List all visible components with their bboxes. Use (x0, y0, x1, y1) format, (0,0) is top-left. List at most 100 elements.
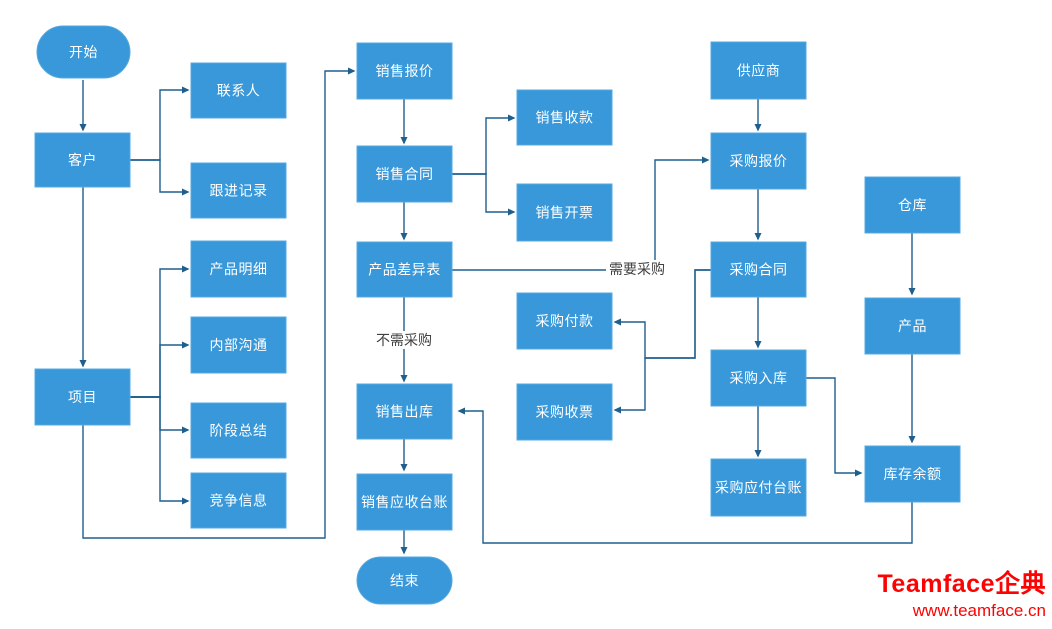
node-purchase-payment-label: 采购付款 (536, 313, 594, 329)
edge-project-to-stage-summary (130, 396, 190, 434)
node-sales-contract-label: 销售合同 (376, 166, 434, 182)
node-end: 结束 (356, 556, 453, 605)
node-followup: 跟进记录 (190, 162, 287, 219)
node-supplier-shape (710, 41, 807, 100)
node-project-label: 项目 (68, 389, 97, 405)
node-stage-summary: 阶段总结 (190, 402, 287, 459)
node-sales-receivable-shape (356, 473, 453, 531)
node-internal-comm-label: 内部沟通 (210, 337, 268, 353)
edge-project-to-competition-info (130, 396, 190, 505)
node-sales-receivable: 销售应收台账 (356, 473, 453, 531)
edge-label-no-need-purchase: 不需采购 (376, 332, 432, 348)
node-followup-label: 跟进记录 (210, 183, 268, 199)
node-end-shape (356, 556, 453, 605)
edge-purchase-contract-to-purchase-payment (613, 269, 711, 359)
node-purchase-quote: 采购报价 (710, 132, 807, 190)
node-product-diff-label: 产品差异表 (368, 262, 441, 278)
node-product-shape (864, 297, 961, 355)
node-customer-shape (34, 132, 131, 188)
node-start-shape (36, 25, 131, 79)
edge-purchase-inbound-to-inventory-balance (806, 377, 863, 477)
node-warehouse-shape (864, 176, 961, 234)
watermark: Teamface企典 www.teamface.cn (878, 570, 1047, 621)
node-purchase-receipt-shape (516, 383, 613, 441)
node-sales-contract: 销售合同 (356, 145, 453, 203)
node-purchase-receipt-label: 采购收票 (536, 404, 594, 420)
node-purchase-receipt: 采购收票 (516, 383, 613, 441)
node-purchase-quote-shape (710, 132, 807, 190)
node-purchase-contract: 采购合同 (710, 241, 807, 298)
node-product-detail-shape (190, 240, 287, 298)
node-stage-summary-label: 阶段总结 (210, 423, 268, 439)
node-purchase-payment: 采购付款 (516, 292, 613, 350)
node-purchase-payment-shape (516, 292, 613, 350)
node-purchase-contract-label: 采购合同 (730, 262, 788, 278)
node-start: 开始 (36, 25, 131, 79)
node-purchase-inbound: 采购入库 (710, 349, 807, 407)
node-purchase-inbound-label: 采购入库 (730, 370, 788, 386)
edge-product-diff-to-purchase-quote (452, 156, 710, 271)
edge-sales-contract-to-sales-collection (452, 114, 516, 175)
node-purchase-quote-label: 采购报价 (730, 153, 788, 169)
node-inventory-balance: 库存余额 (864, 445, 961, 503)
node-sales-quote: 销售报价 (356, 42, 453, 100)
node-sales-invoice-label: 销售开票 (536, 205, 594, 221)
node-internal-comm-shape (190, 316, 287, 374)
node-warehouse: 仓库 (864, 176, 961, 234)
node-sales-collection-label: 销售收款 (536, 110, 594, 126)
node-competition-info-shape (190, 472, 287, 529)
edge-label-need-purchase-bg (606, 260, 668, 278)
node-sales-outbound-shape (356, 383, 453, 440)
edge-sales-contract-to-sales-invoice (452, 173, 516, 216)
node-competition-info: 竞争信息 (190, 472, 287, 529)
node-sales-outbound-label: 销售出库 (376, 404, 434, 420)
edge-label-need-purchase: 需要采购 (609, 261, 665, 277)
node-product-label: 产品 (898, 318, 927, 334)
node-sales-contract-shape (356, 145, 453, 203)
node-purchase-payable-shape (710, 458, 807, 517)
edge-project-to-product-detail (130, 265, 190, 398)
node-end-label: 结束 (390, 573, 419, 589)
node-purchase-contract-shape (710, 241, 807, 298)
node-inventory-balance-label: 库存余额 (884, 466, 942, 482)
node-start-label: 开始 (69, 44, 98, 60)
edge-inventory-balance-to-sales-outbound (457, 407, 913, 544)
node-purchase-payable: 采购应付台账 (710, 458, 807, 517)
node-sales-invoice: 销售开票 (516, 183, 613, 242)
edge-purchase-contract-to-purchase-receipt (613, 269, 711, 414)
node-purchase-payable-label: 采购应付台账 (715, 480, 802, 496)
node-customer-label: 客户 (68, 152, 97, 168)
node-product-detail-label: 产品明细 (210, 261, 268, 277)
node-purchase-inbound-shape (710, 349, 807, 407)
node-contact-shape (190, 62, 287, 119)
edge-label-no-need-purchase-bg (373, 331, 435, 349)
node-product-detail: 产品明细 (190, 240, 287, 298)
node-sales-quote-shape (356, 42, 453, 100)
node-sales-invoice-shape (516, 183, 613, 242)
node-supplier-label: 供应商 (737, 63, 781, 79)
node-sales-outbound: 销售出库 (356, 383, 453, 440)
watermark-url-text: www.teamface.cn (912, 601, 1046, 621)
node-project: 项目 (34, 368, 131, 426)
edge-project-to-internal-comm (130, 341, 190, 398)
node-customer: 客户 (34, 132, 131, 188)
node-sales-quote-label: 销售报价 (376, 63, 434, 79)
node-product: 产品 (864, 297, 961, 355)
node-internal-comm: 内部沟通 (190, 316, 287, 374)
edge-customer-to-followup (130, 159, 190, 196)
node-followup-shape (190, 162, 287, 219)
node-contact: 联系人 (190, 62, 287, 119)
edge-customer-to-contact (130, 86, 190, 161)
watermark-brand-text: Teamface企典 (877, 569, 1046, 598)
node-project-shape (34, 368, 131, 426)
node-product-diff: 产品差异表 (356, 241, 453, 298)
node-stage-summary-shape (190, 402, 287, 459)
node-competition-info-label: 竞争信息 (210, 493, 268, 509)
node-sales-collection: 销售收款 (516, 89, 613, 146)
node-inventory-balance-shape (864, 445, 961, 503)
node-warehouse-label: 仓库 (898, 197, 927, 213)
